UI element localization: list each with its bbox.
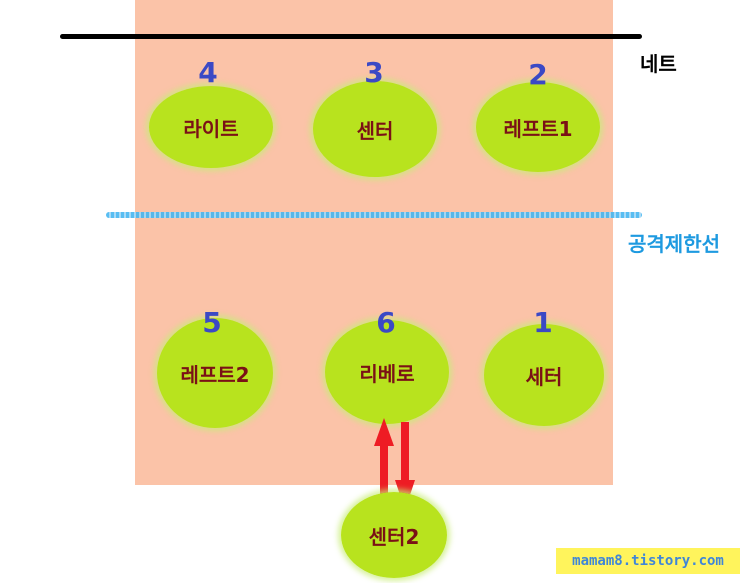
player-position-3: 센터 xyxy=(313,81,437,177)
player-position-5: 레프트2 xyxy=(157,318,273,428)
attack-line xyxy=(106,212,642,218)
player-position-1: 세터 xyxy=(484,324,604,426)
substitution-arrows xyxy=(374,418,415,512)
position-number: 5 xyxy=(202,306,222,339)
player-label: 리베로 xyxy=(359,361,415,386)
player-label: 레프트2 xyxy=(180,362,250,387)
arrow-up-icon xyxy=(374,418,394,512)
position-number: 6 xyxy=(376,306,396,339)
position-number: 1 xyxy=(533,306,553,339)
player-label: 레프트1 xyxy=(503,116,573,141)
net-line xyxy=(60,34,642,39)
position-number: 3 xyxy=(364,56,384,89)
position-number: 4 xyxy=(198,56,218,89)
watermark-text: mamam8.tistory.com xyxy=(572,553,724,569)
substitute-player: 센터2 xyxy=(341,492,447,578)
arrow-down-icon xyxy=(395,422,415,510)
position-number: 2 xyxy=(528,58,548,91)
player-label: 라이트 xyxy=(183,116,239,141)
net-label: 네트 xyxy=(640,52,677,76)
watermark: mamam8.tistory.com xyxy=(556,548,740,574)
player-position-2: 레프트1 xyxy=(476,82,600,172)
player-label: 센터 xyxy=(356,118,394,143)
player-position-6: 리베로 xyxy=(325,320,449,424)
player-label: 세터 xyxy=(525,364,563,389)
attack-line-label: 공격제한선 xyxy=(628,232,720,256)
player-label: 센터2 xyxy=(368,524,420,549)
player-position-4: 라이트 xyxy=(149,86,273,168)
